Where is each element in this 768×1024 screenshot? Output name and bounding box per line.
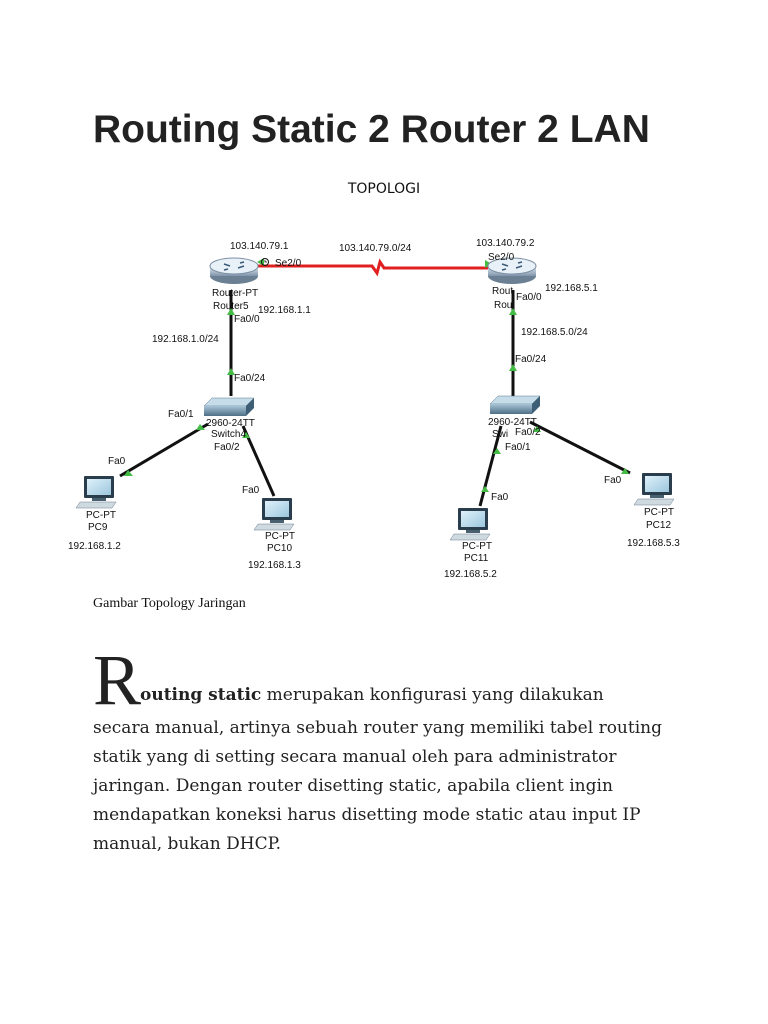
router-left-lan-port: Fa0/0 <box>234 314 260 325</box>
pc11-icon[interactable] <box>449 508 491 541</box>
switch-left-name: Switch4 <box>211 429 246 440</box>
switch-left-uplink-port: Fa0/24 <box>234 373 266 384</box>
switch-right-name: Swi <box>492 429 508 440</box>
router-right-wan-ip: 103.140.79.2 <box>476 238 535 249</box>
router-left-type: Router-PT <box>212 288 258 299</box>
router-left-wan-ip: 103.140.79.1 <box>230 241 289 252</box>
pc10-type: PC-PT <box>265 531 295 542</box>
page-title: Routing Static 2 Router 2 LAN <box>93 108 650 151</box>
pc9-icon[interactable] <box>75 476 117 509</box>
port-up-triangle <box>227 308 235 315</box>
pc11-ip: 192.168.5.2 <box>444 569 497 580</box>
dropcap-letter: R <box>93 640 142 720</box>
router-right-serial-port: Se2/0 <box>488 252 515 263</box>
clock-icon <box>261 258 269 266</box>
switch-right-port-b: Fa0/1 <box>505 442 531 453</box>
router-left-lan-ip: 192.168.1.1 <box>258 305 311 316</box>
router-right-icon[interactable] <box>487 257 537 284</box>
port-up-triangle <box>509 364 517 371</box>
switch-right-model: 2960-24TT <box>488 417 537 428</box>
router-right-type: Rout <box>492 286 513 297</box>
switch-left-icon[interactable] <box>203 397 255 416</box>
pc11-name: PC11 <box>464 553 489 564</box>
switch-right-uplink-port: Fa0/24 <box>515 354 547 365</box>
link-switch-pc11 <box>478 425 503 507</box>
router-right-lan-ip: 192.168.5.1 <box>545 283 598 294</box>
topology-diagram: 103.140.79.0/24 103.140.79.1 Se2/0 Route… <box>68 238 680 580</box>
pc12-port: Fa0 <box>604 475 622 486</box>
lan-right-network: 192.168.5.0/24 <box>521 327 588 338</box>
port-up-triangle <box>124 470 133 476</box>
pc10-ip: 192.168.1.3 <box>248 560 301 571</box>
link-group <box>119 258 631 507</box>
pc12-name: PC12 <box>646 520 671 531</box>
pc9-ip: 192.168.1.2 <box>68 541 121 552</box>
lead-rest-text: merupakan konfigurasi yang dilakukan <box>261 685 604 705</box>
paragraph-rest: secara manual, artinya sebuah router yan… <box>93 718 662 854</box>
port-up-triangle <box>227 368 235 375</box>
pc9-port: Fa0 <box>108 456 126 467</box>
pc10-icon[interactable] <box>253 498 295 531</box>
router-left-name: Router5 <box>213 301 249 312</box>
switch-right-icon[interactable] <box>489 395 541 414</box>
port-up-triangle <box>621 468 629 474</box>
router-right-name: Rou <box>494 300 512 311</box>
router-left-icon[interactable] <box>209 257 259 284</box>
lan-left-network: 192.168.1.0/24 <box>152 334 219 345</box>
router-right-lan-port: Fa0/0 <box>516 292 542 303</box>
pc9-name: PC9 <box>88 522 108 533</box>
switch-right-port-a: Fa0/2 <box>515 427 541 438</box>
pc11-type: PC-PT <box>462 541 492 552</box>
switch-left-model: 2960-24TT <box>206 418 255 429</box>
router-left-serial-port: Se2/0 <box>275 258 302 269</box>
pc10-name: PC10 <box>267 543 292 554</box>
serial-link <box>257 258 492 277</box>
lead-text: outing static merupakan konfigurasi yang… <box>140 681 604 710</box>
figure-caption: Gambar Topology Jaringan <box>93 596 246 611</box>
article-paragraph: R outing static merupakan konfigurasi ya… <box>93 644 683 859</box>
topology-subtitle: TOPOLOGI <box>347 181 421 197</box>
wan-network-label: 103.140.79.0/24 <box>339 243 412 254</box>
port-up-triangle <box>481 486 489 492</box>
link-switch-pc12 <box>529 420 631 475</box>
pc10-port: Fa0 <box>242 485 260 496</box>
link-switch4-pc9 <box>119 422 209 478</box>
pc11-port: Fa0 <box>491 492 509 503</box>
paragraph-first-line: R outing static merupakan konfigurasi ya… <box>93 644 683 716</box>
port-up-triangle <box>509 308 517 315</box>
pc9-type: PC-PT <box>86 510 116 521</box>
lead-bold-term: outing static <box>140 685 262 705</box>
pc12-type: PC-PT <box>644 507 674 518</box>
pc12-icon[interactable] <box>633 473 675 506</box>
switch-left-port-a: Fa0/1 <box>168 409 194 420</box>
port-up-triangle <box>196 424 205 430</box>
pc12-ip: 192.168.5.3 <box>627 538 680 549</box>
switch-left-port-b: Fa0/2 <box>214 442 240 453</box>
port-up-triangle <box>493 448 501 454</box>
port-up-triangle <box>533 426 541 432</box>
port-up-triangle <box>242 432 250 438</box>
